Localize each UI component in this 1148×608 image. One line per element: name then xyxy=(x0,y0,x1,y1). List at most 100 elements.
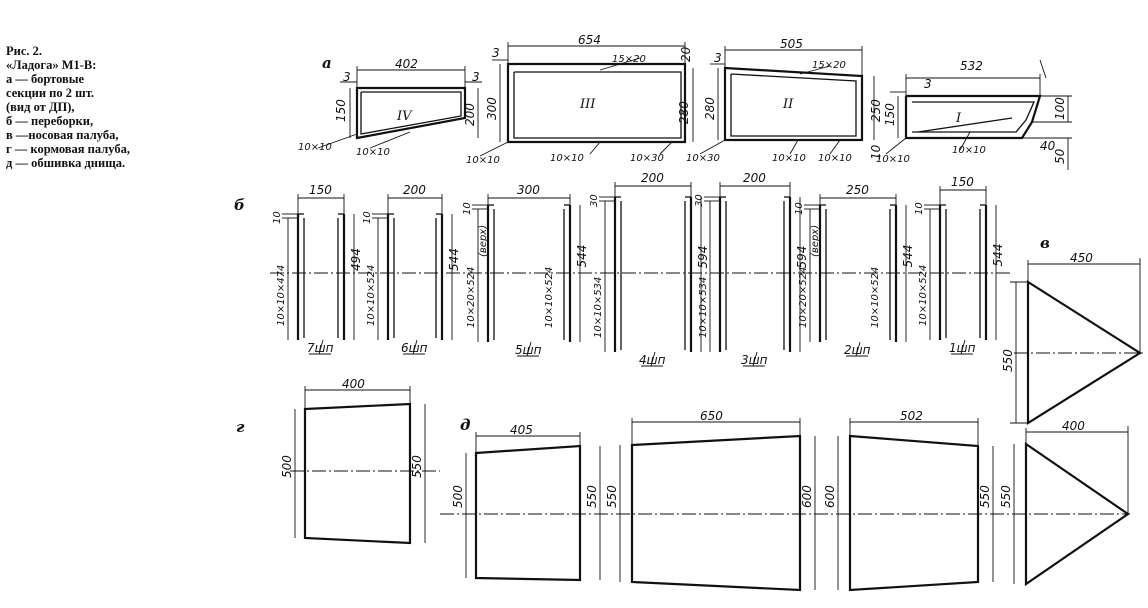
dim-h-left: 300 xyxy=(485,97,499,120)
bar-spec: 10×10 xyxy=(550,153,584,164)
frame-bar-label: 10×10×524 xyxy=(366,265,377,326)
dim-h-right: 250 xyxy=(869,99,883,122)
frame-width-label: 150 xyxy=(951,175,974,189)
figure-caption: Рис. 2. «Ладога» М1-В: а — бортовые секц… xyxy=(6,44,226,170)
bow-deck: 450 550 xyxy=(1001,251,1146,425)
dim-h-left: 150 xyxy=(883,103,897,126)
bar-spec: 10×10 xyxy=(466,155,500,166)
dim-width: 405 xyxy=(510,423,533,437)
side-section-iii: 654 3 300 280 20 15×20 III 10×10 10×10 1… xyxy=(466,33,694,166)
dim-h-left: 500 xyxy=(451,485,465,508)
dim-height: 550 xyxy=(999,485,1013,508)
dim-h-left: 550 xyxy=(605,485,619,508)
dim-end: 3 xyxy=(714,51,722,65)
dim-top: 20 xyxy=(679,46,693,62)
frame-name-label: 2шп xyxy=(844,343,871,357)
frame-note-label: (верх) xyxy=(478,225,489,257)
frame-top-label: 10 xyxy=(794,202,805,215)
bar-spec: 10×30 xyxy=(686,153,720,164)
frame-name-label: 6шп xyxy=(401,341,428,355)
frame-name-label: 3шп xyxy=(741,353,768,367)
frame-bar-label: 10×10×524 xyxy=(870,267,881,328)
dim-chine: 40 xyxy=(1040,139,1056,153)
frame-1: 150 494 10×10×474 10 7шп xyxy=(272,183,363,355)
bar-spec: 10×10 xyxy=(356,147,390,158)
bar-spec: 10×10 xyxy=(818,153,852,164)
frame-height-label: 494 xyxy=(349,248,363,271)
label-d: д xyxy=(460,416,470,434)
caption-line: (вид от ДП), xyxy=(6,100,75,114)
dim-h-right: 550 xyxy=(410,455,424,478)
dim-width: 654 xyxy=(578,33,601,47)
dim-height: 550 xyxy=(1001,349,1015,372)
label-g: г xyxy=(236,418,245,436)
section-roman: II xyxy=(782,97,794,112)
caption-line: б — переборки, xyxy=(6,114,94,128)
dim-h-right: 600 xyxy=(800,485,814,508)
frame-width-label: 250 xyxy=(846,183,869,197)
frame-name-label: 4шп xyxy=(639,353,666,367)
bottom-panel-2: 650 550 600 xyxy=(605,409,816,592)
dim-width: 502 xyxy=(900,409,923,423)
frame-note-label: (верх) xyxy=(810,225,821,257)
caption-title: Рис. 2. xyxy=(6,44,43,58)
side-section-iv: 402 3 3 150 200 IV 10×10 10×10 xyxy=(298,57,482,158)
dim-h-right: 280 xyxy=(677,101,691,124)
dim-width: 402 xyxy=(395,57,418,71)
frame-height-label: 594 xyxy=(795,246,809,269)
dim-h-right: 100 xyxy=(1053,97,1067,120)
dim-h-left: 280 xyxy=(703,97,717,120)
frame-bar-label: 10×10×534 xyxy=(698,277,709,338)
label-leader xyxy=(960,339,966,355)
label-a: а xyxy=(322,54,332,72)
caption-model: «Ладога» М1-В: xyxy=(6,58,97,72)
dim-h-right: 550 xyxy=(978,485,992,508)
stern-deck: 400 500 550 xyxy=(280,377,440,545)
caption-line: в —носовая палуба, xyxy=(6,128,119,142)
frame-bar-label: 10×10×474 xyxy=(276,265,287,326)
frame-width-label: 150 xyxy=(309,183,332,197)
bar-spec: 10×10 xyxy=(772,153,806,164)
bar-spec: 15×20 xyxy=(812,60,846,71)
dim-end: 3 xyxy=(492,46,500,60)
section-roman: I xyxy=(955,111,962,126)
frame-height-label: 544 xyxy=(991,244,1005,267)
label-leader xyxy=(855,341,861,357)
dim-below: 50 xyxy=(1053,148,1067,164)
frame-bar-label: 10×10×524 xyxy=(918,265,929,326)
dim-width: 505 xyxy=(780,37,803,51)
dim-bottom: 10 xyxy=(869,144,883,160)
caption-line: г — кормовая палуба, xyxy=(6,142,130,156)
side-section-ii: 505 3 15×20 280 250 II 10×30 10×10 10×10… xyxy=(686,37,883,164)
dim-width: 532 xyxy=(960,59,983,73)
label-leader xyxy=(526,341,532,357)
frame-width-label: 200 xyxy=(641,171,664,185)
frame-bar-label: 10×10×524 xyxy=(544,267,555,328)
frame-width-label: 300 xyxy=(517,183,540,197)
section-roman: III xyxy=(579,97,596,112)
dim-width: 650 xyxy=(700,409,723,423)
caption-line: д — обшивка днища. xyxy=(6,156,126,170)
frame-name-label: 7шп xyxy=(307,341,334,355)
frame-bar-label: 10×10×534 xyxy=(593,277,604,338)
label-leader xyxy=(412,339,418,355)
label-v: в xyxy=(1040,234,1050,252)
frame-top-label: 10 xyxy=(272,211,283,224)
dim-h-right: 200 xyxy=(463,103,477,126)
bar-spec: 10×10 xyxy=(952,145,986,156)
dim-end: 3 xyxy=(472,70,480,84)
frame-bar-label: 10×20×524 xyxy=(798,267,809,328)
bar-spec: 10×10 xyxy=(876,154,910,165)
frame-height-label: 544 xyxy=(575,245,589,268)
bottom-panel-1: 405 500 550 xyxy=(451,423,601,582)
side-section-i: 532 3 150 100 50 40 I 10×10 10×10 xyxy=(876,59,1072,170)
label-leader xyxy=(318,339,324,355)
dim-end: 3 xyxy=(343,70,351,84)
frame-height-label: 544 xyxy=(447,248,461,271)
